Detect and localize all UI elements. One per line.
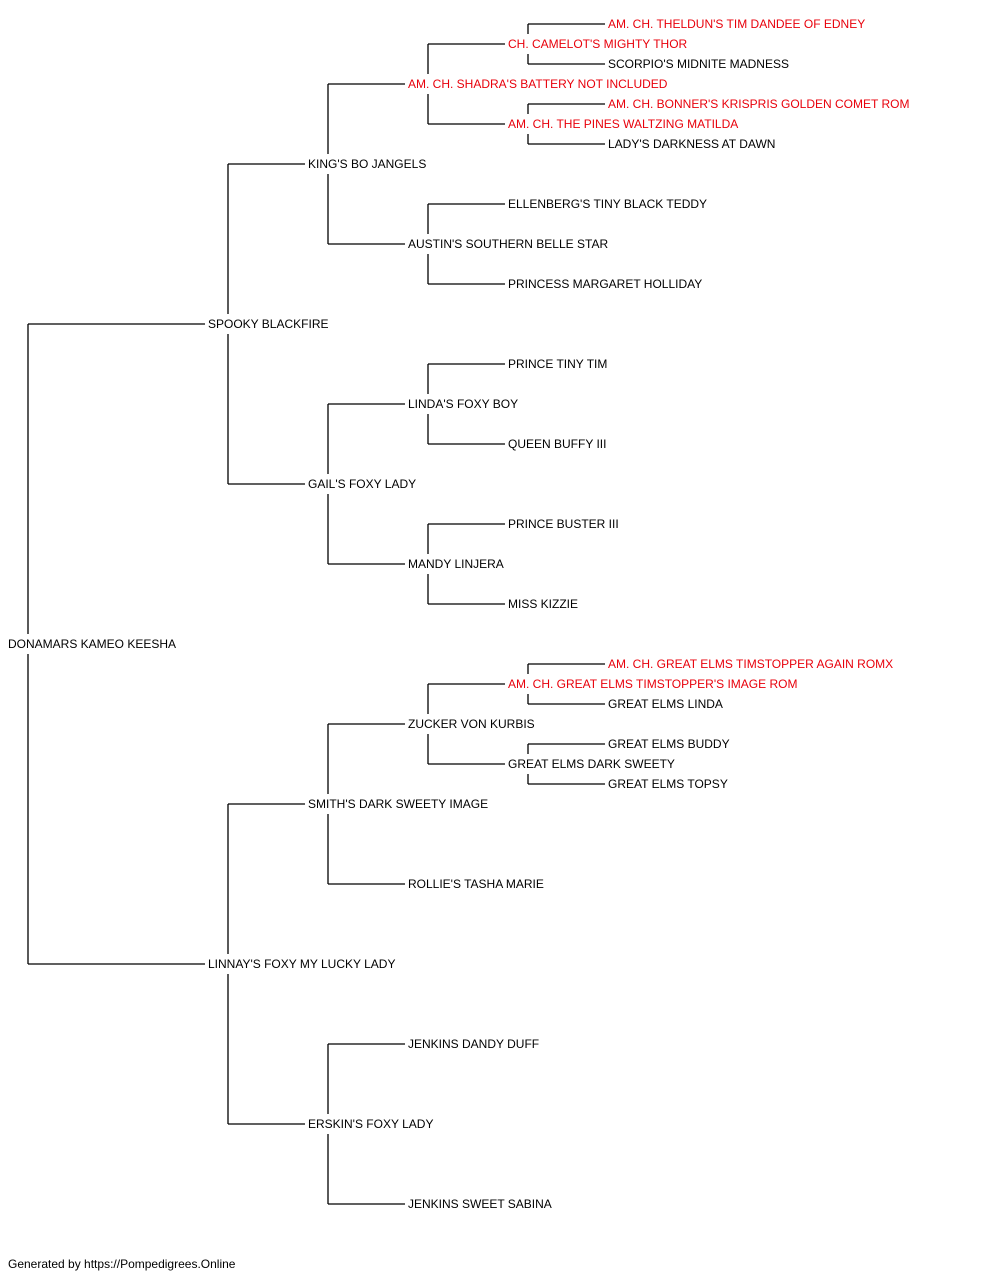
dog-name-erskin-s-foxy-lady: ERSKIN'S FOXY LADY [308,1117,433,1131]
dog-name-spooky-blackfire: SPOOKY BLACKFIRE [208,317,329,331]
dog-name-mandy-linjera: MANDY LINJERA [408,557,504,571]
dog-name-linnay-s-foxy-my-lucky-lady: LINNAY'S FOXY MY LUCKY LADY [208,957,395,971]
dog-name-rollie-s-tasha-marie: ROLLIE'S TASHA MARIE [408,877,544,891]
dog-name-gail-s-foxy-lady: GAIL'S FOXY LADY [308,477,416,491]
footer-credit: Generated by https://Pompedigrees.Online [8,1257,236,1271]
dog-name-austin-s-southern-belle-star: AUSTIN'S SOUTHERN BELLE STAR [408,237,608,251]
dog-name-prince-buster-iii: PRINCE BUSTER III [508,517,619,531]
dog-name-donamars-kameo-keesha: DONAMARS KAMEO KEESHA [8,637,176,651]
dog-name-jenkins-sweet-sabina: JENKINS SWEET SABINA [408,1197,552,1211]
dog-name-am-ch-great-elms-timstopper-again-romx: AM. CH. GREAT ELMS TIMSTOPPER AGAIN ROMX [608,657,893,671]
dog-name-princess-margaret-holliday: PRINCESS MARGARET HOLLIDAY [508,277,702,291]
dog-name-am-ch-theldun-s-tim-dandee-of-edney: AM. CH. THELDUN'S TIM DANDEE OF EDNEY [608,17,865,31]
dog-name-great-elms-topsy: GREAT ELMS TOPSY [608,777,728,791]
dog-name-linda-s-foxy-boy: LINDA'S FOXY BOY [408,397,518,411]
dog-name-am-ch-the-pines-waltzing-matilda: AM. CH. THE PINES WALTZING MATILDA [508,117,738,131]
dog-name-great-elms-buddy: GREAT ELMS BUDDY [608,737,730,751]
dog-name-am-ch-bonner-s-krispris-golden-comet-rom: AM. CH. BONNER'S KRISPRIS GOLDEN COMET R… [608,97,909,111]
dog-name-scorpio-s-midnite-madness: SCORPIO'S MIDNITE MADNESS [608,57,789,71]
dog-name-ch-camelot-s-mighty-thor: CH. CAMELOT'S MIGHTY THOR [508,37,688,51]
dog-name-great-elms-linda: GREAT ELMS LINDA [608,697,723,711]
dog-name-queen-buffy-iii: QUEEN BUFFY III [508,437,606,451]
pedigree-tree: DONAMARS KAMEO KEESHA SPOOKY BLACKFIRE KIN… [8,17,909,1211]
dog-name-zucker-von-kurbis: ZUCKER VON KURBIS [408,717,535,731]
dog-name-smith-s-dark-sweety-image: SMITH'S DARK SWEETY IMAGE [308,797,488,811]
dog-name-jenkins-dandy-duff: JENKINS DANDY DUFF [408,1037,539,1051]
dog-name-ellenberg-s-tiny-black-teddy: ELLENBERG'S TINY BLACK TEDDY [508,197,707,211]
dog-name-prince-tiny-tim: PRINCE TINY TIM [508,357,607,371]
dog-name-king-s-bo-jangels: KING'S BO JANGELS [308,157,426,171]
dog-name-miss-kizzie: MISS KIZZIE [508,597,578,611]
dog-name-am-ch-shadra-s-battery-not-included: AM. CH. SHADRA'S BATTERY NOT INCLUDED [408,77,668,91]
dog-name-lady-s-darkness-at-dawn: LADY'S DARKNESS AT DAWN [608,137,775,151]
dog-name-am-ch-great-elms-timstopper-s-image-rom: AM. CH. GREAT ELMS TIMSTOPPER'S IMAGE RO… [508,677,797,691]
dog-name-great-elms-dark-sweety: GREAT ELMS DARK SWEETY [508,757,675,771]
